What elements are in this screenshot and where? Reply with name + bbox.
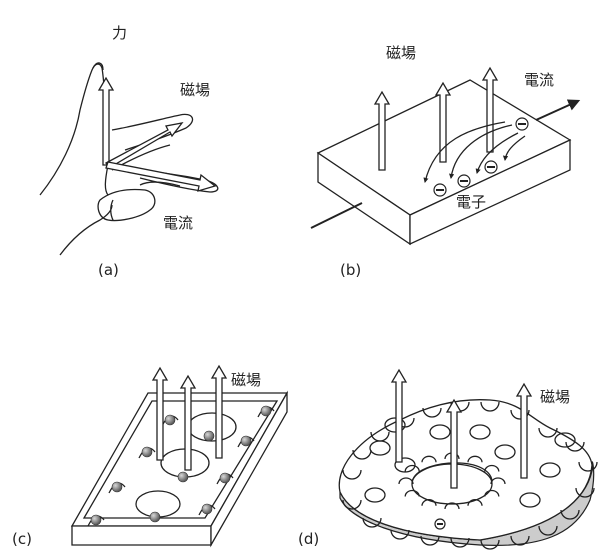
current-arrow	[105, 161, 217, 192]
skipping-orbit	[404, 464, 420, 472]
skipping-orbit	[420, 535, 440, 546]
panel-d: 磁場 (d)	[298, 368, 598, 550]
electron	[240, 435, 252, 447]
skipping-orbit	[342, 469, 362, 480]
electron	[90, 514, 102, 526]
field-label: 磁場	[386, 44, 416, 62]
caption-a: (a)	[98, 261, 119, 279]
field-label: 磁場	[180, 81, 210, 99]
finger-index	[111, 113, 194, 151]
hand-outline	[39, 63, 181, 256]
caption-b: (b)	[340, 261, 361, 279]
skipping-orbit	[342, 499, 362, 510]
skipping-orbit	[565, 441, 585, 452]
cyclotron-orbit	[364, 487, 386, 503]
skipping-orbit	[538, 427, 558, 438]
caption-c: (c)	[12, 530, 32, 548]
force-label: 力	[112, 24, 127, 42]
cyclotron-orbit	[469, 424, 491, 440]
field-arrow	[373, 90, 391, 171]
electron	[111, 481, 123, 493]
electron	[457, 174, 471, 188]
skipping-orbit	[450, 537, 470, 548]
cyclotron-orbit	[554, 432, 576, 448]
force-arrow	[97, 76, 115, 166]
current-wire-out	[535, 99, 581, 121]
electron	[515, 117, 529, 131]
skipping-orbit	[390, 529, 410, 540]
electron	[177, 471, 189, 483]
skipping-orbit	[421, 455, 437, 463]
panel-b: 磁場 電流 電子 (b)	[310, 44, 581, 279]
cyclotron-orbit	[539, 462, 561, 478]
skipping-orbit	[422, 407, 442, 418]
skipping-orbit	[444, 502, 460, 510]
slab-right	[409, 138, 571, 246]
skipping-orbit	[480, 401, 500, 412]
panel-a: 力 磁場 電流 (a)	[39, 24, 219, 279]
electron	[260, 405, 272, 417]
electron-path	[475, 132, 519, 175]
cyclotron-orbit	[394, 457, 416, 473]
skipping-orbit	[352, 449, 372, 460]
field-arrow	[481, 66, 499, 153]
electron	[149, 511, 161, 523]
skipping-orbit	[421, 499, 437, 506]
electron-group	[87, 405, 275, 527]
edge-current-path	[82, 400, 279, 519]
field-label: 磁場	[540, 388, 570, 406]
current-wire-in	[310, 202, 363, 229]
electron	[164, 414, 176, 426]
skipping-orbit	[560, 509, 580, 520]
skipping-orbit	[480, 539, 500, 550]
skipping-orbit	[490, 477, 506, 485]
thumb-tip	[92, 62, 104, 71]
skipping-orbit	[362, 517, 382, 528]
field-arrow	[151, 366, 169, 461]
skipping-orbit	[578, 461, 598, 472]
field-label: 磁場	[231, 371, 261, 389]
cyclotron-orbit	[494, 444, 516, 460]
plate-front	[71, 525, 212, 546]
electron	[141, 446, 153, 458]
electron-label: 電子	[456, 193, 486, 211]
field-arrow	[179, 374, 197, 471]
panel-c: 磁場 (c)	[12, 364, 289, 548]
cyclotron-orbit	[384, 417, 406, 433]
skipping-orbit	[404, 489, 420, 497]
electron	[203, 430, 215, 442]
skipping-orbit	[467, 455, 483, 463]
field-arrow	[210, 364, 228, 459]
electron	[219, 472, 231, 484]
skipping-orbit	[484, 464, 500, 472]
caption-d: (d)	[298, 530, 319, 548]
skipping-orbit	[510, 409, 530, 420]
electron-path	[502, 135, 526, 162]
current-label: 電流	[163, 214, 193, 232]
electron	[434, 518, 446, 530]
electron	[201, 503, 213, 515]
skipping-orbit	[575, 487, 595, 498]
skipping-orbit	[467, 499, 483, 506]
field-arrow	[434, 81, 452, 163]
electron-path	[449, 124, 513, 180]
field-arrow	[105, 122, 184, 169]
skipping-orbits	[342, 401, 598, 550]
current-label: 電流	[524, 71, 554, 89]
field-arrow	[445, 398, 463, 489]
field-arrow	[390, 368, 408, 463]
skipping-orbit	[398, 477, 414, 485]
field-arrow	[515, 382, 533, 479]
plate-right	[210, 390, 288, 548]
electron-path	[423, 121, 506, 184]
skipping-orbit	[510, 535, 530, 546]
skipping-orbit	[484, 489, 500, 497]
cyclotron-orbit	[429, 424, 451, 440]
skipping-orbit	[538, 525, 558, 536]
cyclotron-orbit	[519, 492, 541, 508]
skipping-orbit	[370, 431, 390, 442]
electron	[484, 160, 498, 174]
electron	[433, 183, 447, 197]
hole-rim	[411, 462, 493, 483]
